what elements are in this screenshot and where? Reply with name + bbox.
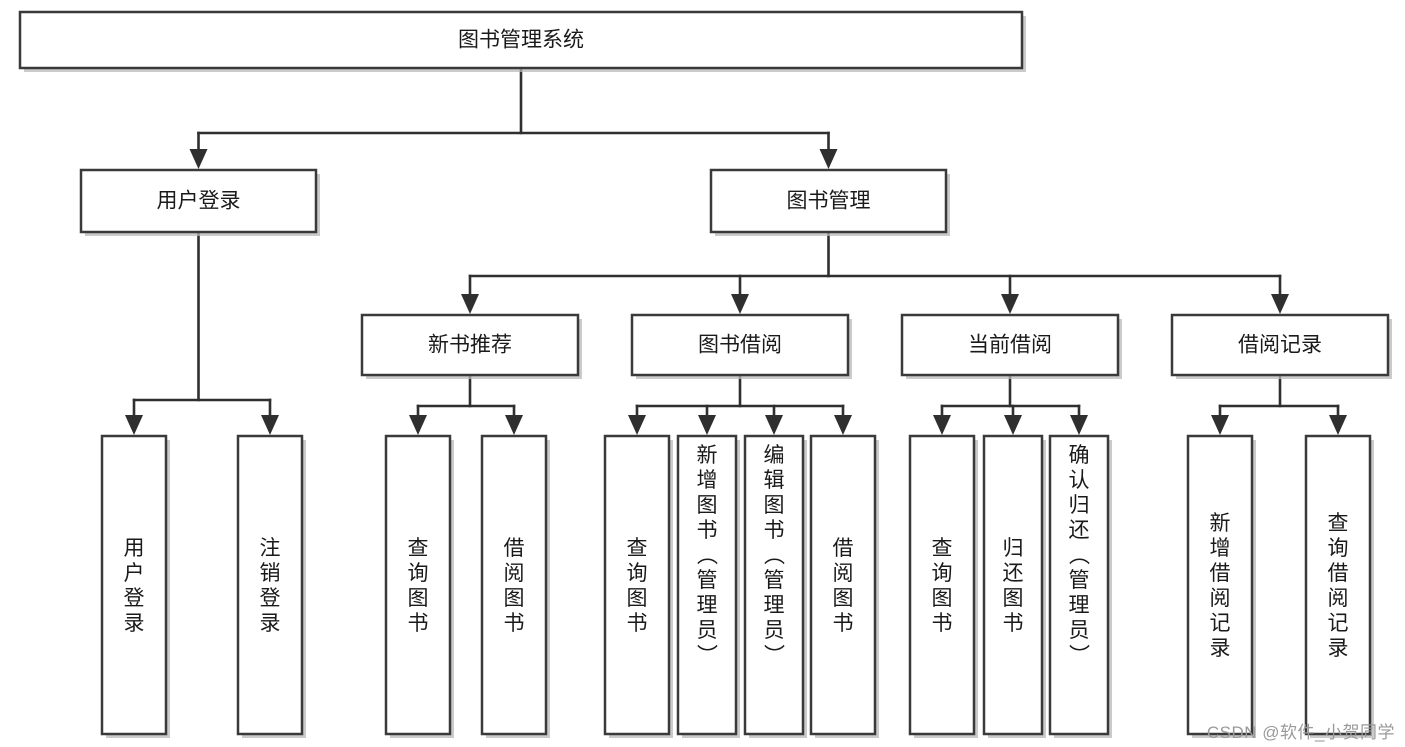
node-label: 图书借阅 — [698, 334, 782, 357]
node-rect[interactable] — [1186, 434, 1254, 736]
node-rect[interactable] — [743, 434, 805, 736]
node-rect[interactable] — [982, 434, 1044, 736]
node-leaf-confirm-return[interactable]: 确认归还（管理员） — [1048, 434, 1112, 738]
node-book-borrow[interactable]: 图书借阅 — [630, 313, 852, 379]
arrow-head-icon — [505, 415, 523, 435]
node-new-book-recommend[interactable]: 新书推荐 — [360, 313, 582, 379]
node-leaf-query-book-bor[interactable]: 查询图书 — [603, 434, 673, 738]
node-rect[interactable] — [79, 168, 318, 234]
arrow-head-icon — [698, 415, 716, 435]
node-label: 注销登录 — [260, 537, 281, 635]
node-rect[interactable] — [360, 313, 580, 377]
node-leaf-query-book-rec[interactable]: 查询图书 — [384, 434, 454, 738]
node-label: 当前借阅 — [968, 334, 1052, 357]
node-rect[interactable] — [236, 434, 304, 736]
node-leaf-edit-book-admin[interactable]: 编辑图书（管理员） — [743, 434, 807, 738]
arrow-head-icon — [933, 415, 951, 435]
arrow-head-icon — [261, 415, 279, 435]
node-rect[interactable] — [480, 434, 548, 736]
node-label: 图书管理系统 — [458, 29, 584, 52]
node-leaf-add-borrow-record[interactable]: 新增借阅记录 — [1186, 434, 1256, 738]
arrow-head-icon — [409, 415, 427, 435]
nodes-layer: 图书管理系统用户登录图书管理新书推荐图书借阅当前借阅借阅记录用户登录注销登录查询… — [18, 10, 1392, 738]
arrow-head-icon — [1211, 415, 1229, 435]
arrow-head-icon — [834, 415, 852, 435]
arrow-head-icon — [765, 415, 783, 435]
node-label: 图书管理 — [787, 190, 871, 213]
node-leaf-add-book-admin[interactable]: 新增图书（管理员） — [676, 434, 740, 738]
node-leaf-borrow-book-rec[interactable]: 借阅图书 — [480, 434, 550, 738]
node-book-manage[interactable]: 图书管理 — [709, 168, 950, 236]
arrow-head-icon — [189, 149, 208, 169]
node-label: 新书推荐 — [428, 334, 512, 357]
node-label: 借阅记录 — [1238, 334, 1322, 357]
node-leaf-return-book[interactable]: 归还图书 — [982, 434, 1046, 738]
node-leaf-user-login[interactable]: 用户登录 — [100, 434, 170, 738]
node-label: 确认归还（管理员） — [1069, 444, 1091, 667]
node-rect[interactable] — [676, 434, 738, 736]
node-rect[interactable] — [1048, 434, 1110, 736]
node-label: 用户登录 — [124, 537, 145, 635]
csdn-watermark: CSDN @软件_小贺同学 — [1206, 723, 1395, 742]
arrow-head-icon — [731, 294, 749, 314]
connectors-layer — [125, 66, 1347, 435]
node-label: 新增借阅记录 — [1210, 512, 1231, 660]
node-user-login[interactable]: 用户登录 — [79, 168, 320, 236]
node-rect[interactable] — [1304, 434, 1372, 736]
node-current-borrow[interactable]: 当前借阅 — [900, 313, 1122, 379]
arrow-head-icon — [1004, 415, 1022, 435]
node-label: 查询借阅记录 — [1328, 512, 1349, 660]
arrow-head-icon — [1329, 415, 1347, 435]
node-label: 新增图书（管理员） — [697, 444, 719, 667]
node-rect[interactable] — [100, 434, 168, 736]
node-label: 查询图书 — [408, 537, 429, 635]
node-leaf-query-book-cur[interactable]: 查询图书 — [908, 434, 978, 738]
arrow-head-icon — [461, 294, 479, 314]
arrow-head-icon — [1001, 294, 1019, 314]
node-label: 归还图书 — [1003, 537, 1024, 635]
node-label: 借阅图书 — [833, 537, 854, 635]
node-rect[interactable] — [709, 168, 948, 234]
arrow-head-icon — [819, 149, 838, 169]
node-rect[interactable] — [809, 434, 877, 736]
node-label: 借阅图书 — [504, 537, 525, 635]
arrow-head-icon — [125, 415, 143, 435]
node-rect[interactable] — [384, 434, 452, 736]
node-leaf-user-logout[interactable]: 注销登录 — [236, 434, 306, 738]
node-label: 查询图书 — [627, 537, 648, 635]
node-rect[interactable] — [630, 313, 850, 377]
node-rect[interactable] — [1170, 313, 1390, 377]
arrow-head-icon — [1271, 294, 1289, 314]
node-label: 编辑图书（管理员） — [764, 444, 786, 667]
node-rect[interactable] — [603, 434, 671, 736]
arrow-head-icon — [628, 415, 646, 435]
node-borrow-record[interactable]: 借阅记录 — [1170, 313, 1392, 379]
node-rect[interactable] — [18, 10, 1024, 70]
node-rect[interactable] — [900, 313, 1120, 377]
arrow-head-icon — [1070, 415, 1088, 435]
node-label: 用户登录 — [157, 190, 241, 213]
node-leaf-query-borrow-record[interactable]: 查询借阅记录 — [1304, 434, 1374, 738]
node-label: 查询图书 — [932, 537, 953, 635]
node-root-root[interactable]: 图书管理系统 — [18, 10, 1026, 72]
node-leaf-borrow-book-bor[interactable]: 借阅图书 — [809, 434, 879, 738]
node-rect[interactable] — [908, 434, 976, 736]
